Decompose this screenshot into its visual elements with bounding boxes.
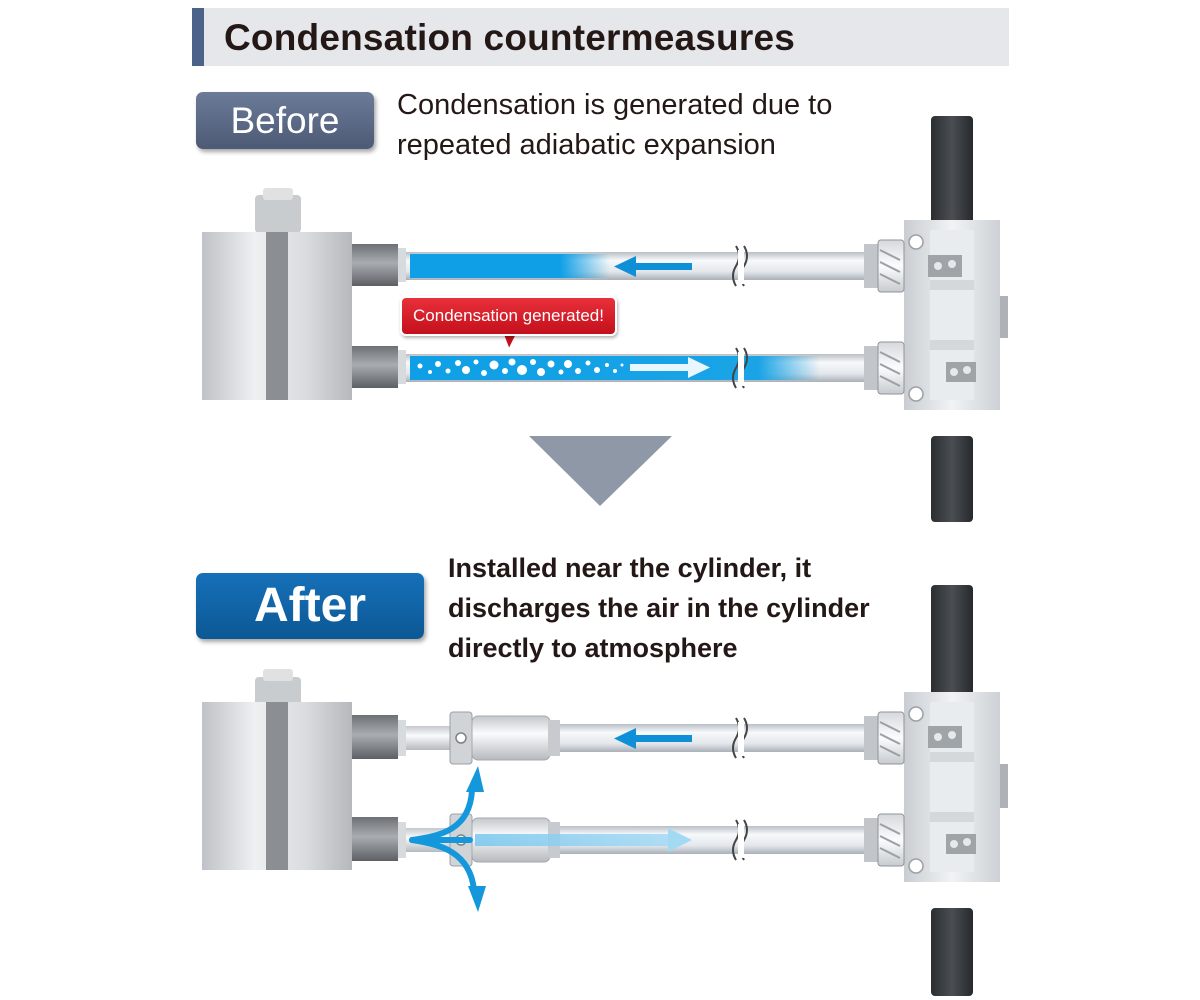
transition-down-arrow [529, 436, 672, 506]
fitting-bottom-before [864, 341, 905, 395]
after-description: Installed near the cylinder, it discharg… [448, 553, 870, 663]
arrow-supply-right-before [630, 357, 710, 378]
tube-gap [738, 722, 744, 756]
exhaust-discharge-arrows [409, 787, 477, 893]
exhaust-arrow-up-icon [466, 766, 484, 792]
after-tube-bottom [475, 826, 866, 854]
solenoid-valve-before [904, 116, 1008, 522]
after-tube-top [560, 724, 866, 752]
solenoid-valve-after [904, 585, 1008, 996]
before-cylinder [202, 188, 398, 400]
arrow-return-left-before [614, 256, 692, 277]
condensation-callout: Condensation generated! [400, 296, 617, 336]
tube-gap [738, 824, 744, 858]
arrow-return-left-after [614, 728, 692, 749]
condensation-droplets [417, 358, 624, 376]
exhaust-arrow-down-icon [468, 886, 486, 912]
title-bar: Condensation countermeasures [192, 8, 1009, 66]
fitting-top-before [864, 239, 905, 293]
fitting-bottom-after [864, 813, 905, 867]
exhaust-valve-top [398, 711, 560, 765]
page-title: Condensation countermeasures [224, 17, 796, 58]
after-cylinder [202, 669, 398, 870]
before-badge: Before [196, 92, 374, 149]
before-description: Condensation is generated due to repeate… [397, 89, 833, 161]
fitting-top-after [864, 711, 905, 765]
after-badge: After [196, 573, 424, 639]
title-accent [192, 8, 204, 66]
tube-gap [738, 352, 744, 386]
tube-gap [738, 250, 744, 284]
